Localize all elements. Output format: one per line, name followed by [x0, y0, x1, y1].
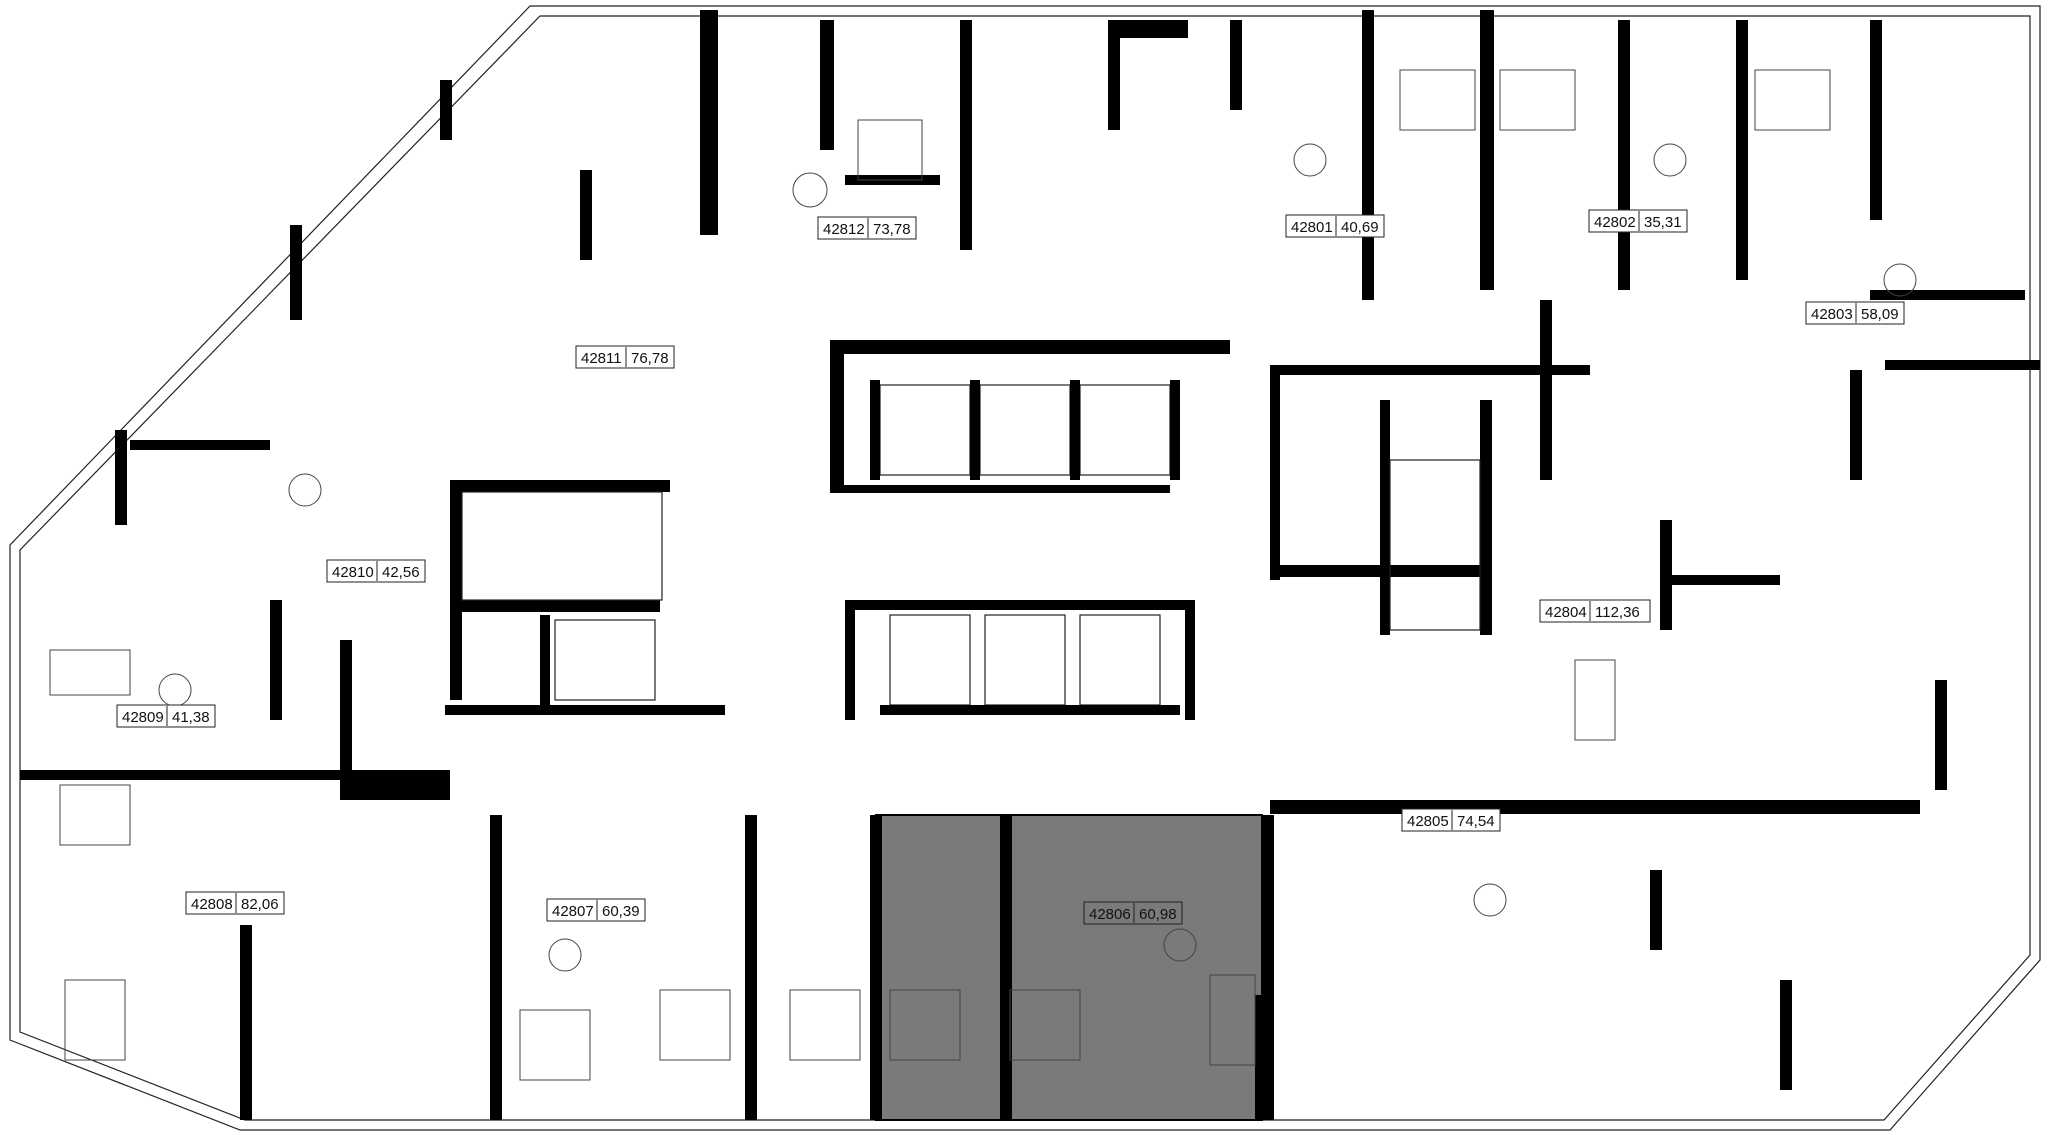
unit-label-42810-number: 42810	[332, 564, 374, 581]
unit-label-42801-area: 40,69	[1341, 219, 1379, 236]
unit-label-42803-number: 42803	[1811, 306, 1853, 323]
unit-labels: 42801 40,69 42802 35,31 42803 58,09 4280…	[116, 209, 1905, 925]
unit-label-42810[interactable]: 42810 42,56	[326, 559, 426, 583]
unit-label-42803-area: 58,09	[1861, 306, 1899, 323]
unit-label-42811-number: 42811	[581, 350, 622, 367]
unit-label-42811-area: 76,78	[631, 350, 669, 367]
unit-label-42807[interactable]: 42807 60,39	[546, 898, 646, 922]
unit-label-42804-number: 42804	[1545, 604, 1587, 621]
unit-label-42808[interactable]: 42808 82,06	[185, 891, 285, 915]
unit-label-42807-number: 42807	[552, 903, 594, 920]
unit-label-42804-area: 112,36	[1595, 604, 1640, 621]
unit-42806-highlight[interactable]	[875, 814, 1263, 1121]
unit-label-42802[interactable]: 42802 35,31	[1588, 209, 1688, 233]
unit-label-42801[interactable]: 42801 40,69	[1285, 214, 1385, 238]
furniture	[49, 69, 1917, 1081]
unit-label-42805[interactable]: 42805 74,54	[1401, 808, 1501, 832]
unit-label-42805-number: 42805	[1407, 813, 1449, 830]
unit-label-42806-area: 60,98	[1139, 906, 1177, 923]
unit-label-42812[interactable]: 42812 73,78	[817, 216, 917, 240]
unit-label-42802-number: 42802	[1594, 214, 1636, 231]
unit-label-42807-area: 60,39	[602, 903, 640, 920]
unit-label-42810-area: 42,56	[382, 564, 420, 581]
unit-label-42809[interactable]: 42809 41,38	[116, 704, 216, 728]
unit-label-42811[interactable]: 42811 76,78	[575, 345, 675, 369]
building-core	[445, 340, 1590, 720]
unit-label-42805-area: 74,54	[1457, 813, 1495, 830]
unit-label-42802-area: 35,31	[1644, 214, 1682, 231]
unit-label-42808-number: 42808	[191, 896, 233, 913]
unit-label-42808-area: 82,06	[241, 896, 279, 913]
walls	[20, 10, 2040, 1120]
unit-label-42801-number: 42801	[1291, 219, 1333, 236]
unit-label-42809-area: 41,38	[172, 709, 210, 726]
unit-label-42809-number: 42809	[122, 709, 164, 726]
unit-label-42806[interactable]: 42806 60,98	[1083, 901, 1183, 925]
unit-label-42804[interactable]: 42804 112,36	[1539, 599, 1651, 623]
unit-label-42806-number: 42806	[1089, 906, 1131, 923]
unit-label-42812-area: 73,78	[873, 221, 911, 238]
unit-label-42803[interactable]: 42803 58,09	[1805, 301, 1905, 325]
unit-label-42812-number: 42812	[823, 221, 865, 238]
